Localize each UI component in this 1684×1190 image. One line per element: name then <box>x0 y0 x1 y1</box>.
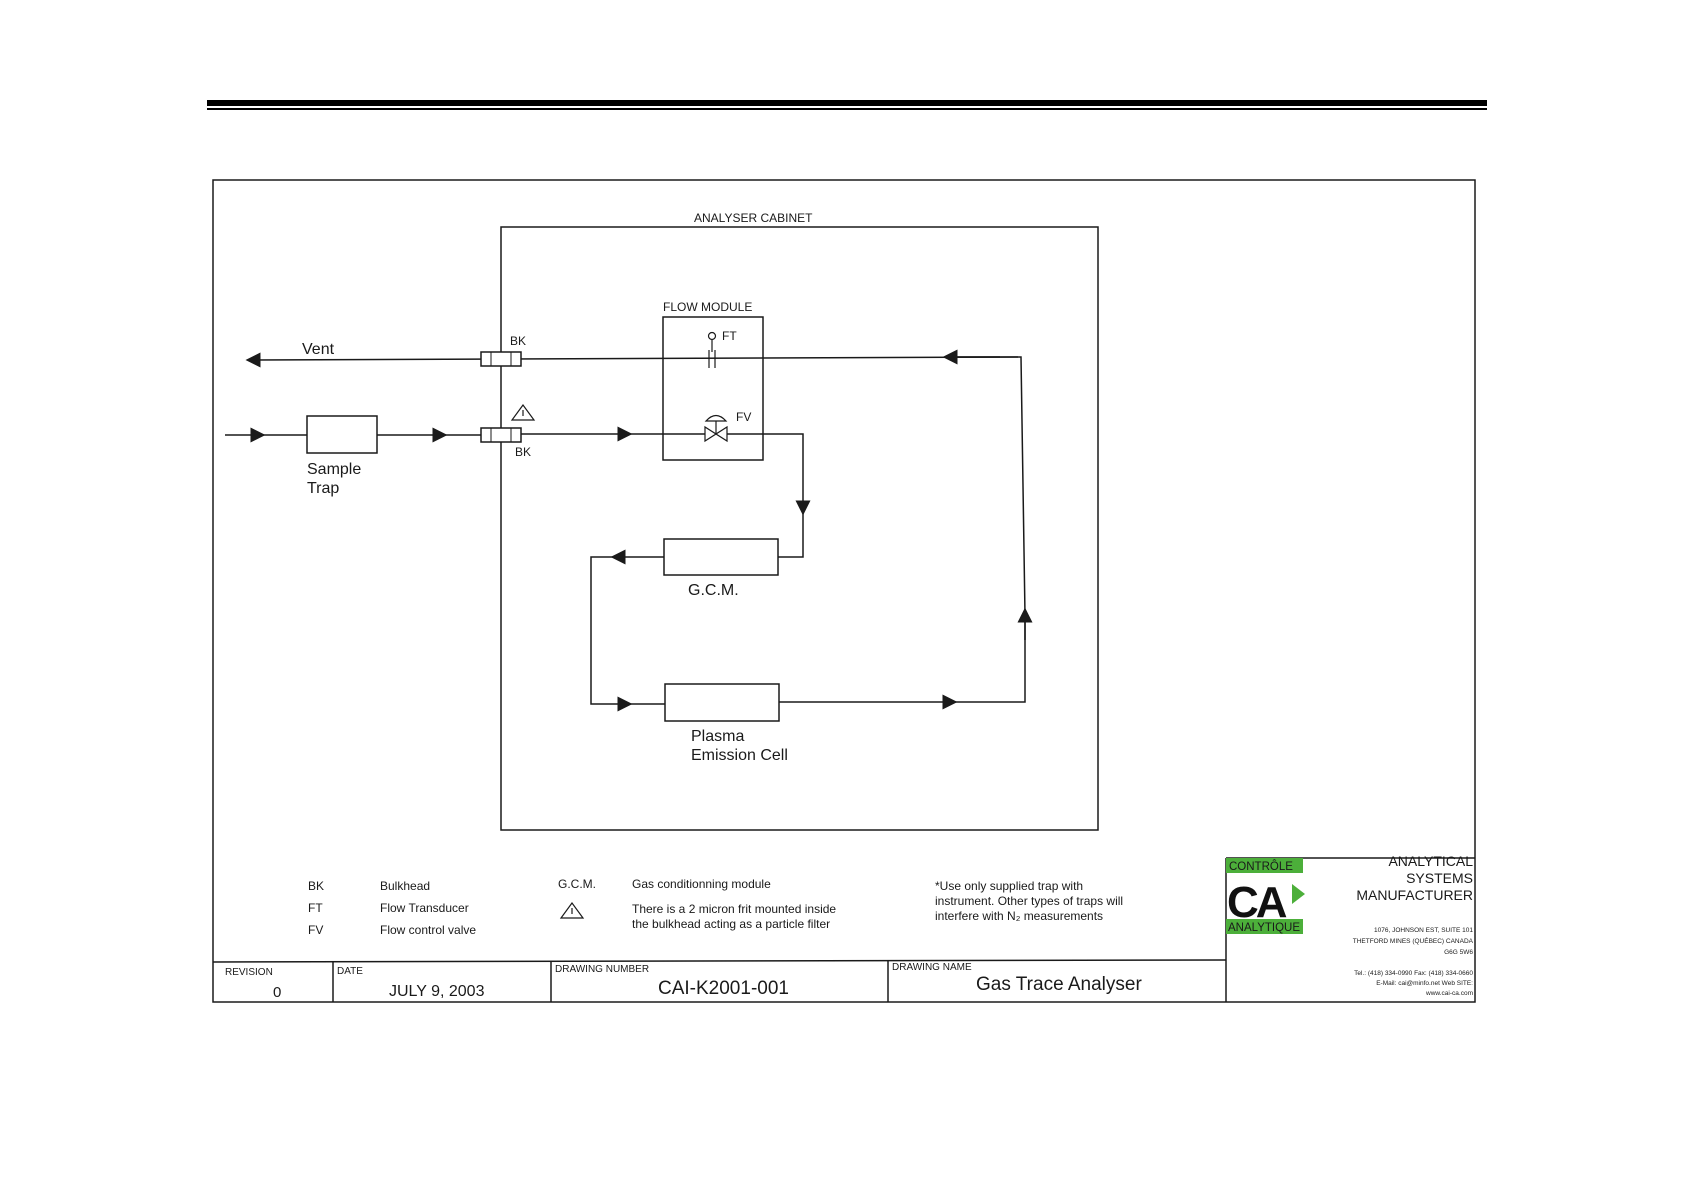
flow-control-valve-symbol <box>704 414 728 443</box>
legend-warning-icon <box>559 901 585 919</box>
legend-ft-desc: Flow Transducer <box>380 901 469 915</box>
vent-line <box>245 352 1019 368</box>
company-contact-2: E-Mail: cai@minfo.net Web SITE: <box>1376 980 1473 987</box>
plasma-label-2: Emission Cell <box>691 747 788 764</box>
legend-ft-code: FT <box>308 901 323 915</box>
logo-top-text: CONTRÔLE <box>1229 860 1293 873</box>
legend-bk-code: BK <box>308 879 324 893</box>
bulkhead-bottom <box>480 427 522 443</box>
date-label: DATE <box>337 966 363 977</box>
bk-bottom-label: BK <box>515 445 531 459</box>
company-name-2: SYSTEMS <box>1406 870 1473 886</box>
sample-trap-label-1: Sample <box>307 461 361 478</box>
analyser-cabinet-box <box>500 226 1099 831</box>
line-valve-to-gcm <box>727 433 811 516</box>
legend-fv-desc: Flow control valve <box>380 923 476 937</box>
legend-warning-line-2: the bulkhead acting as a particle filter <box>632 917 830 931</box>
company-address-1: 1076, JOHNSON EST, SUITE 101 <box>1374 927 1473 934</box>
drawing-number-value: CAI-K2001-001 <box>658 978 789 999</box>
note-line-1: *Use only supplied trap with <box>935 879 1083 893</box>
top-rule-thin <box>207 108 1487 110</box>
sample-trap-box <box>306 415 378 454</box>
gcm-label: G.C.M. <box>688 582 739 599</box>
vent-label: Vent <box>302 341 335 358</box>
logo-mark-text: CA <box>1227 878 1287 927</box>
plasma-label-1: Plasma <box>691 728 744 745</box>
company-address-2: THETFORD MINES (QUÉBEC) CANADA <box>1353 936 1474 945</box>
revision-value: 0 <box>273 984 281 1001</box>
drawing-number-label: DRAWING NUMBER <box>555 964 649 975</box>
legend-gcm-code: G.C.M. <box>558 877 596 891</box>
legend-warning-line-1: There is a 2 micron frit mounted inside <box>632 902 836 916</box>
company-logo: CONTRÔLE CA ANALYTIQUE <box>1226 858 1305 934</box>
gcm-box <box>663 538 779 576</box>
drawing-frame <box>212 179 1476 1003</box>
company-contact-1: Tel.: (418) 334-0990 Fax: (418) 334-0660 <box>1354 970 1473 977</box>
fv-label: FV <box>736 410 751 424</box>
flow-transducer-symbol <box>707 331 717 368</box>
sample-trap-label-2: Trap <box>307 480 339 497</box>
revision-label: REVISION <box>225 967 273 978</box>
legend-bk-desc: Bulkhead <box>380 879 430 893</box>
top-rule <box>207 100 1487 106</box>
company-name-1: ANALYTICAL <box>1388 853 1473 869</box>
note-line-2: instrument. Other types of traps will <box>935 894 1123 908</box>
legend-fv-code: FV <box>308 923 323 937</box>
date-value: JULY 9, 2003 <box>389 983 485 1000</box>
bulkhead-top <box>480 351 522 367</box>
flow-module-label: FLOW MODULE <box>663 300 752 314</box>
company-name-3: MANUFACTURER <box>1356 887 1473 903</box>
note-line-3: interfere with N₂ measurements <box>935 909 1103 923</box>
plasma-emission-cell-box <box>664 683 780 722</box>
flow-module-box <box>662 316 764 461</box>
bk-top-label: BK <box>510 334 526 348</box>
drawing-name-value: Gas Trace Analyser <box>976 974 1142 995</box>
logo-bottom-text: ANALYTIQUE <box>1228 922 1300 934</box>
company-contact-3: www.cai-ca.com <box>1425 990 1473 997</box>
warning-triangle-icon <box>510 403 536 421</box>
analyser-cabinet-label: ANALYSER CABINET <box>694 211 813 225</box>
company-address-3: G6G 5W6 <box>1444 949 1473 956</box>
ft-label: FT <box>722 329 737 343</box>
legend-gcm-desc: Gas conditionning module <box>632 877 771 891</box>
drawing-name-label: DRAWING NAME <box>892 962 972 973</box>
